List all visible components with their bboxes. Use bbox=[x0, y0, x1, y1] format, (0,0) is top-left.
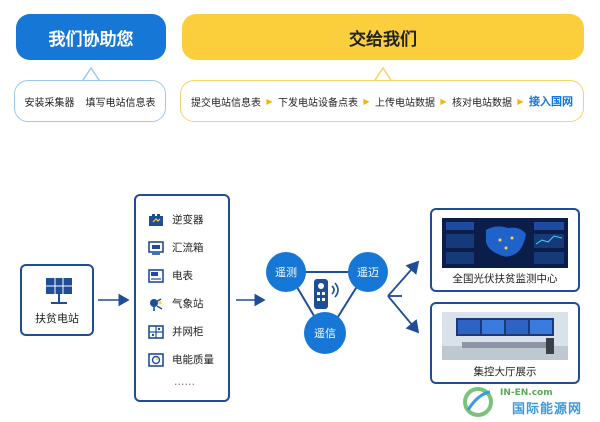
weather-station-icon bbox=[148, 297, 164, 311]
handover-step: 下发电站设备点表 bbox=[278, 97, 358, 109]
device-label: 电能质量 bbox=[172, 354, 214, 366]
help-step: 填写电站信息表 bbox=[85, 97, 156, 109]
device-item: 逆变器 bbox=[148, 212, 204, 227]
monitoring-center-panel: 全国光伏扶贫监测中心 bbox=[430, 208, 580, 292]
watermark-en: IN-EN.com bbox=[500, 388, 553, 398]
help-steps-bubble: 安装采集器 填写电站信息表 bbox=[14, 80, 166, 122]
hand-over-header: 交给我们 bbox=[182, 14, 584, 60]
control-hall-photo bbox=[442, 312, 568, 360]
help-step: 安装采集器 bbox=[24, 97, 75, 109]
device-label: 汇流箱 bbox=[172, 242, 204, 254]
inverter-icon bbox=[148, 213, 164, 227]
device-label: 电表 bbox=[172, 270, 193, 282]
remote-control-icon bbox=[314, 279, 339, 309]
handover-step-final: 接入国网 bbox=[529, 95, 573, 108]
handover-step: 上传电站数据 bbox=[375, 97, 435, 109]
device-label: 气象站 bbox=[172, 298, 204, 310]
handover-step: 提交电站信息表 bbox=[191, 97, 261, 109]
in-en-logo-icon bbox=[463, 387, 493, 417]
telemetry-signal-circle: 遥信 bbox=[304, 312, 346, 354]
meter-icon bbox=[148, 268, 164, 283]
device-item: 汇流箱 bbox=[148, 240, 204, 255]
step-arrow-icon: ▶ bbox=[266, 96, 273, 106]
device-item: 并网柜 bbox=[148, 324, 204, 339]
we-help-header: 我们协助您 bbox=[16, 14, 166, 60]
watermark-cn: 国际能源网 bbox=[512, 402, 583, 417]
step-arrow-icon: ▶ bbox=[440, 96, 447, 106]
combiner-box-icon bbox=[148, 240, 164, 255]
device-item: 电能质量 bbox=[148, 352, 214, 367]
step-arrow-icon: ▶ bbox=[517, 96, 524, 106]
monitoring-center-label: 全国光伏扶贫监测中心 bbox=[452, 273, 558, 285]
telemetry-measure-circle: 遥测 bbox=[266, 252, 306, 292]
device-list: 逆变器 汇流箱 电表 气象站 并网柜 电能质量 …… bbox=[134, 194, 230, 402]
telemetry-transfer-circle: 遥迈 bbox=[348, 252, 388, 292]
handover-step: 核对电站数据 bbox=[452, 97, 512, 109]
grid-cabinet-icon bbox=[148, 324, 164, 339]
step-arrow-icon: ▶ bbox=[363, 96, 370, 106]
plant-label: 扶贫电站 bbox=[35, 312, 79, 325]
device-label: 并网柜 bbox=[172, 326, 204, 338]
monitoring-dashboard-image bbox=[442, 218, 568, 268]
solar-panel-icon bbox=[46, 278, 72, 304]
poverty-relief-plant-box: 扶贫电站 bbox=[20, 264, 94, 336]
device-item: 电表 bbox=[148, 268, 193, 283]
device-list-more: …… bbox=[174, 376, 195, 388]
device-item: 气象站 bbox=[148, 296, 204, 311]
power-quality-icon bbox=[148, 352, 164, 367]
handover-steps-bubble: 提交电站信息表 ▶ 下发电站设备点表 ▶ 上传电站数据 ▶ 核对电站数据 ▶ 接… bbox=[180, 80, 584, 122]
device-label: 逆变器 bbox=[172, 214, 204, 226]
control-hall-panel: 集控大厅展示 bbox=[430, 302, 580, 384]
control-hall-label: 集控大厅展示 bbox=[473, 366, 537, 378]
bubble-tails bbox=[82, 66, 392, 82]
